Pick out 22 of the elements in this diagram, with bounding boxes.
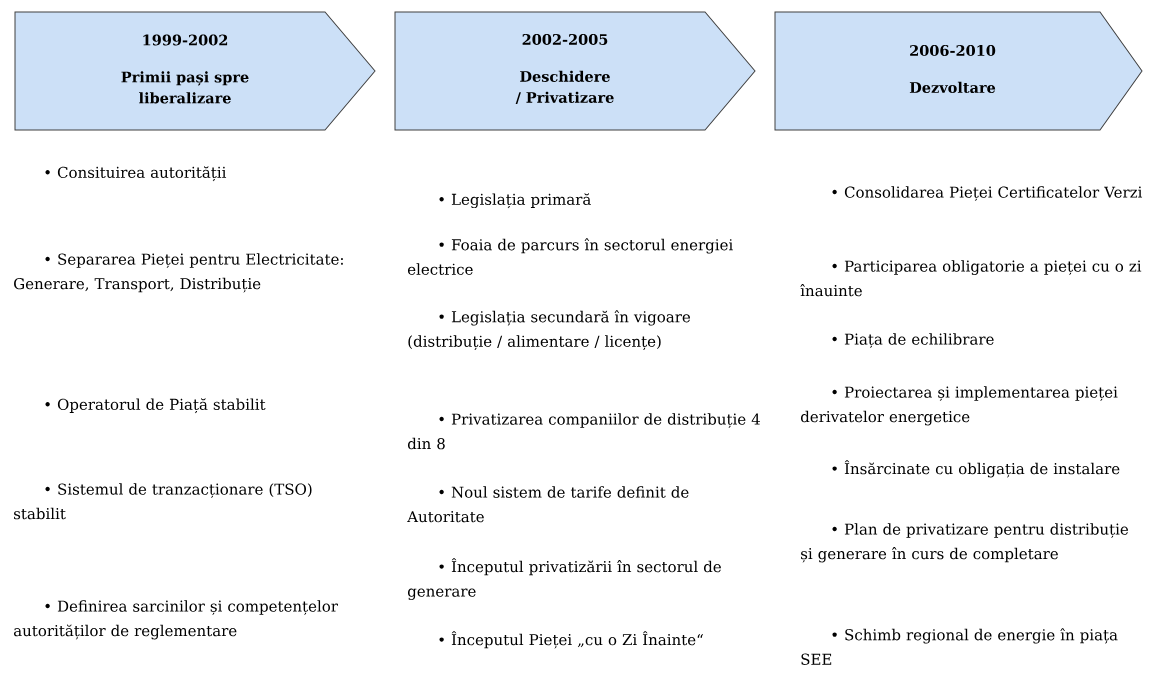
bullet-item: • Privatizarea companiilor de distribuție 4 din 8 bbox=[407, 413, 760, 450]
bullet-item: • Operatorul de Piață stabilit bbox=[45, 398, 266, 414]
bullet-item: • Separarea Pieței pentru Electricitate: Generare, Transport, Distribuție bbox=[14, 253, 343, 293]
bullet-item: • Participarea obligatorie a pieței cu o zi înauinte bbox=[800, 260, 1142, 297]
bullet-item: • Proiectarea și implementarea pieței derivatelor energetice bbox=[800, 386, 1118, 426]
bullet-item: • Consolidarea Pieței Certificatelor Verzi bbox=[832, 186, 1143, 201]
bullet-item: • Definirea sarcinilor și competențelor autorităților de reglementare bbox=[13, 600, 338, 640]
bullet-item: • Începutul privatizării în sectorul de generare bbox=[407, 558, 721, 600]
bullet-item: • Noul sistem de tarife definit de Autoritate bbox=[407, 486, 689, 523]
stage-banner: 2002-2005 Deschidere / Privatizare bbox=[394, 11, 756, 131]
bullet-item: • Consituirea autorității bbox=[45, 166, 227, 182]
bullet-item: • Plan de privatizare pentru distribuție și generare în curs de completare bbox=[801, 523, 1129, 563]
bullet-item: • Legislația primară bbox=[439, 193, 591, 209]
bullet-item: • Schimb regional de energie în piața SEE bbox=[801, 628, 1118, 665]
stage-banner: 2006-2010 Dezvoltare bbox=[774, 11, 1143, 131]
bullet-item: • Începutul Pieței „cu o Zi Înainte“ bbox=[439, 631, 704, 649]
stage-banner: 1999-2002 Primii pași spre liberalizare bbox=[14, 11, 376, 131]
bullet-item: • Însărcinate cu obligația de instalare bbox=[832, 460, 1120, 478]
bullet-item: • Sistemul de tranzacționare (TSO) stabilit bbox=[14, 483, 312, 520]
bullet-item: • Piața de echilibrare bbox=[832, 333, 994, 348]
bullet-item: • Foaia de parcurs în sectorul energiei electrice bbox=[407, 238, 733, 275]
bullet-item: • Legislația secundară în vigoare (distribuție / alimentare / licențe) bbox=[408, 310, 691, 351]
